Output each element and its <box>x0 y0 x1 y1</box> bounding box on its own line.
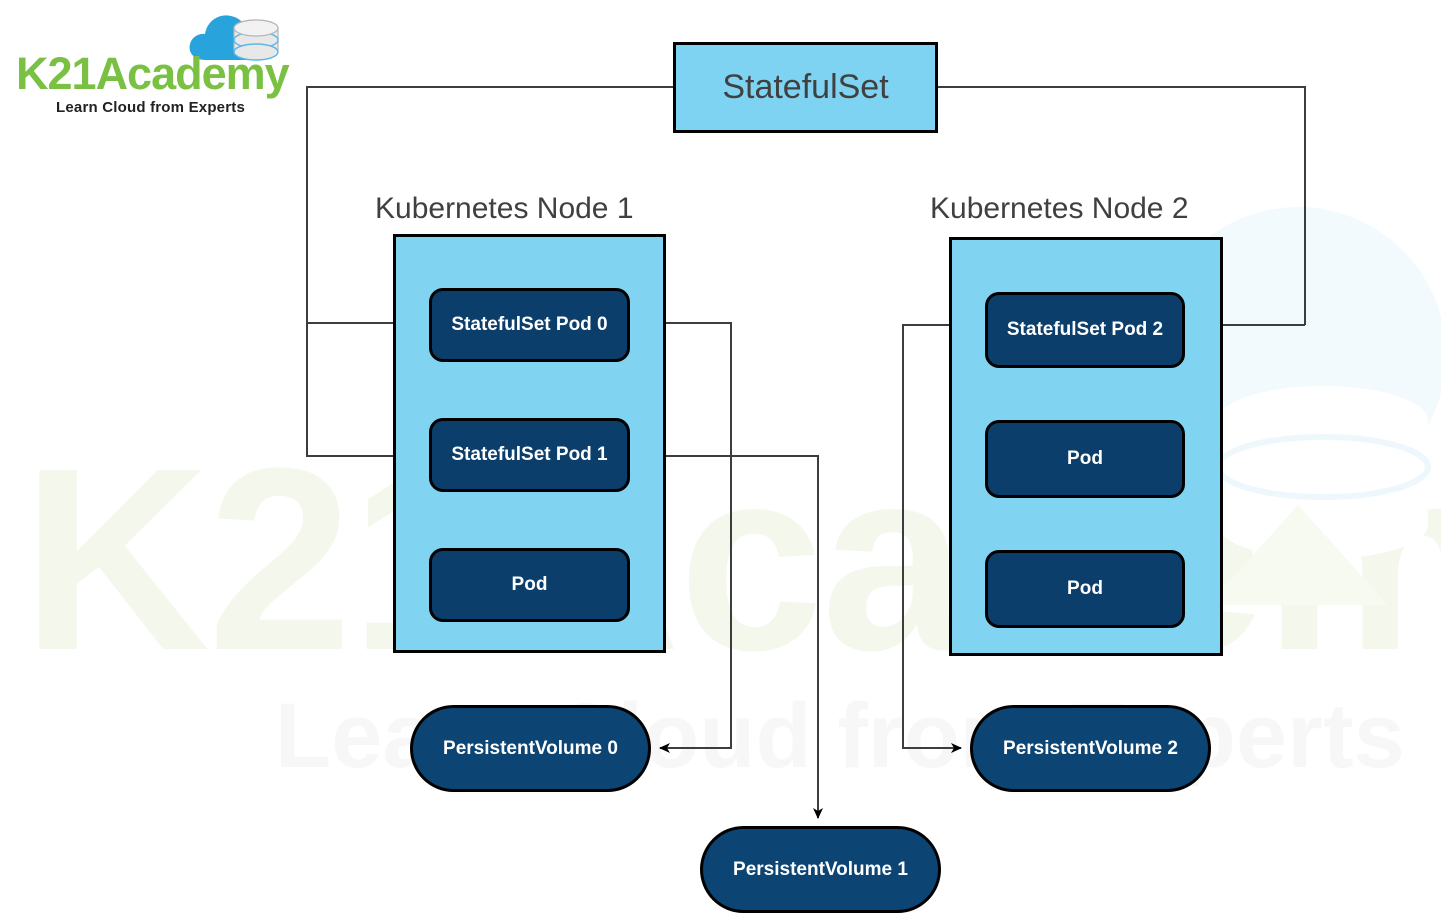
cloud-database-icon <box>189 15 279 61</box>
pod-label: StatefulSet Pod 2 <box>1006 319 1164 340</box>
statefulset-controller-box[interactable]: StatefulSet <box>673 42 938 133</box>
pod-label: StatefulSet Pod 0 <box>451 314 608 335</box>
volume-label: PersistentVolume 1 <box>733 858 908 880</box>
pod-label: Pod <box>511 574 548 595</box>
pod-generic-node2-b[interactable]: Pod <box>985 550 1185 628</box>
persistent-volume-1[interactable]: PersistentVolume 1 <box>700 826 941 913</box>
pod-generic-node2-a[interactable]: Pod <box>985 420 1185 498</box>
statefulset-controller-label: StatefulSet <box>722 68 889 106</box>
pod-statefulset-pod-2[interactable]: StatefulSet Pod 2 <box>985 292 1185 368</box>
logo-wordmark-k21: K21 <box>16 48 97 99</box>
logo-wordmark-academy: Academy <box>95 48 290 99</box>
persistent-volume-2[interactable]: PersistentVolume 2 <box>970 705 1211 792</box>
pod-statefulset-pod-0[interactable]: StatefulSet Pod 0 <box>429 288 630 362</box>
volume-label: PersistentVolume 2 <box>1003 737 1178 759</box>
persistent-volume-0[interactable]: PersistentVolume 0 <box>410 705 651 792</box>
logo-wordmark: K21Academy <box>16 48 290 100</box>
brand-logo: K21Academy Learn Cloud from Experts <box>8 4 290 116</box>
pod-label: Pod <box>1067 578 1103 599</box>
node-1-title: Kubernetes Node 1 <box>375 192 634 225</box>
pod-generic-node1[interactable]: Pod <box>429 548 630 622</box>
volume-label: PersistentVolume 0 <box>443 737 618 759</box>
logo-tagline: Learn Cloud from Experts <box>56 99 245 116</box>
pod-label: StatefulSet Pod 1 <box>451 444 608 465</box>
pod-statefulset-pod-1[interactable]: StatefulSet Pod 1 <box>429 418 630 492</box>
pod-label: Pod <box>1067 448 1103 469</box>
node-2-title: Kubernetes Node 2 <box>930 192 1189 225</box>
